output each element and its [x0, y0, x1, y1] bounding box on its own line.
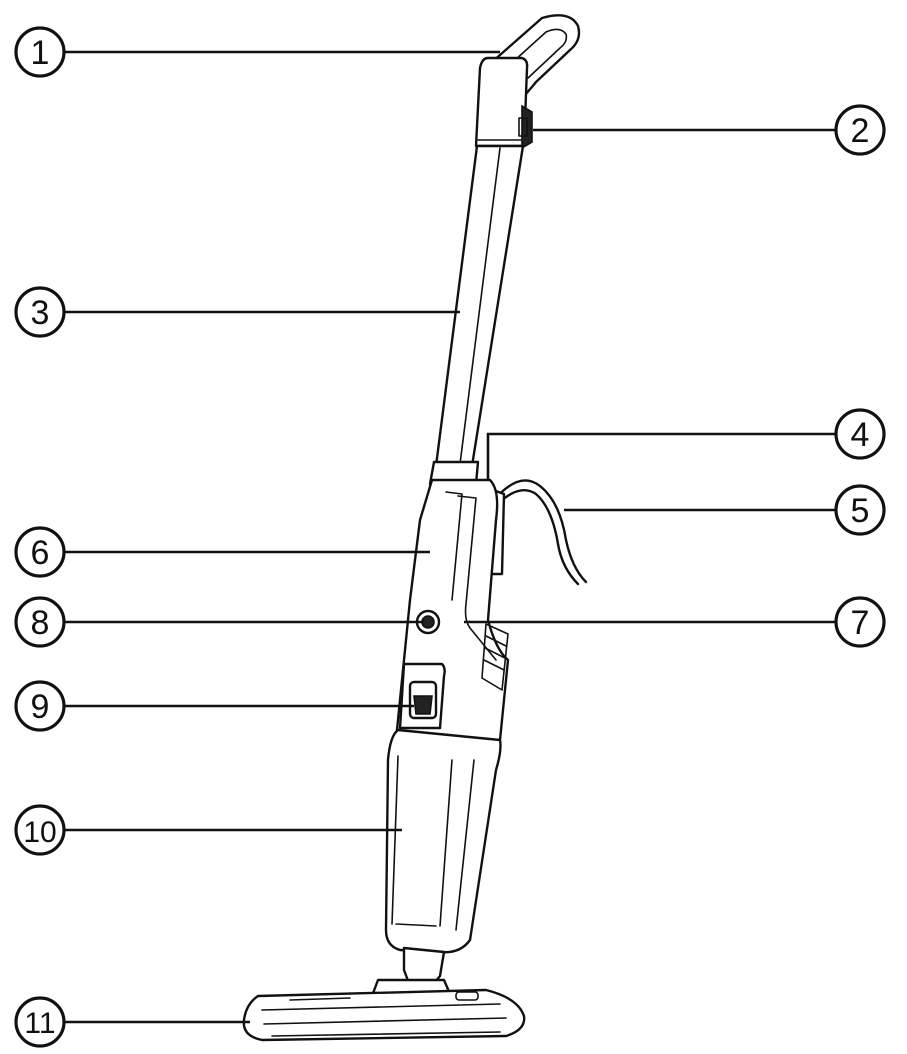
leader-line-4 [486, 432, 836, 480]
callout-8: 8 [14, 596, 66, 648]
callout-1: 1 [14, 26, 66, 78]
callout-number-4: 4 [851, 416, 870, 454]
callout-number-3: 3 [31, 294, 50, 332]
floor-head-joint [370, 946, 452, 998]
callout-5: 5 [834, 484, 886, 536]
leader-lines [62, 50, 836, 1024]
callout-9: 9 [14, 680, 66, 732]
callout-number-10: 10 [23, 816, 56, 849]
stick-vacuum-illustration [242, 14, 588, 1042]
callout-10: 10 [14, 804, 66, 856]
callout-number-5: 5 [851, 492, 870, 530]
dust-bin [384, 728, 502, 954]
handle-body [474, 56, 533, 150]
callout-6: 6 [14, 526, 66, 578]
callout-11: 11 [14, 996, 66, 1048]
dust-bin-release [398, 662, 446, 730]
callout-4: 4 [834, 408, 886, 460]
callout-number-9: 9 [31, 688, 50, 726]
callout-number-11: 11 [24, 1007, 55, 1040]
callout-2: 2 [834, 104, 886, 156]
callout-number-6: 6 [31, 534, 50, 572]
callout-number-8: 8 [31, 604, 50, 642]
callout-3: 3 [14, 286, 66, 338]
floor-head [242, 988, 526, 1042]
callout-number-7: 7 [851, 604, 870, 642]
callout-number-2: 2 [851, 112, 870, 150]
callout-7: 7 [834, 596, 886, 648]
callout-number-1: 1 [31, 34, 50, 72]
extension-tube [428, 144, 525, 486]
